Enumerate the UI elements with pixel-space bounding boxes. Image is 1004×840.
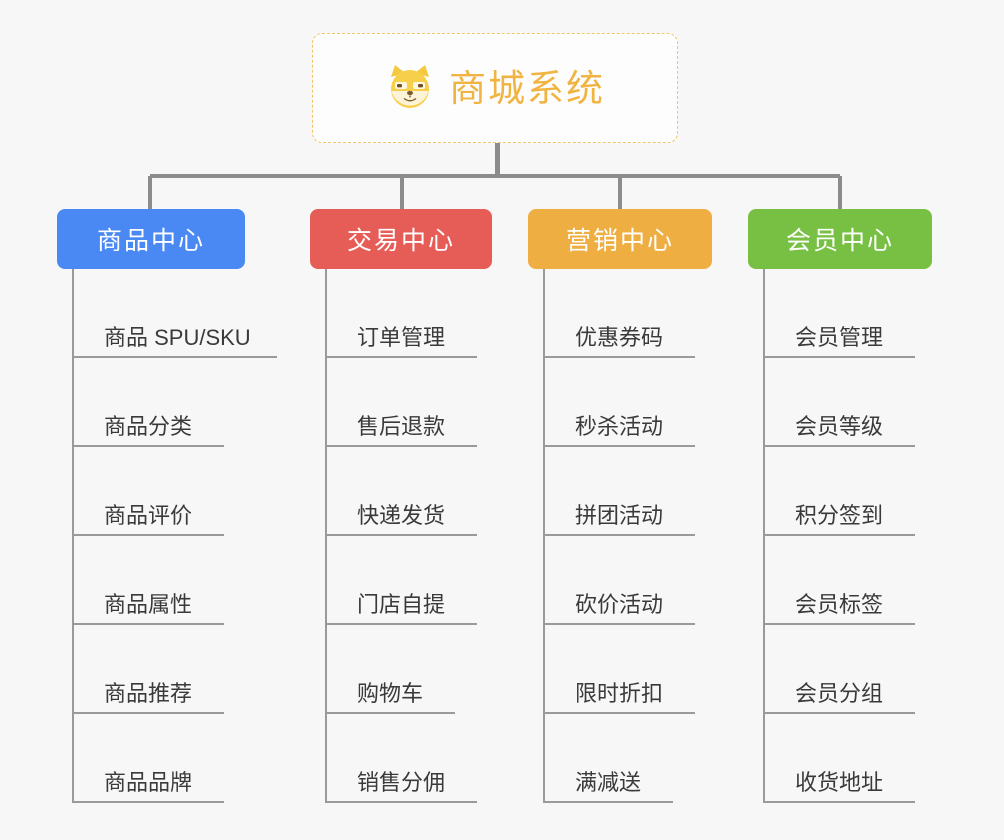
category-label: 交易中心 — [346, 227, 455, 255]
leaf-item-label: 会员分组 — [795, 681, 884, 706]
connector-drop-4 — [838, 176, 842, 209]
leaf-item-label: 拼团活动 — [575, 503, 664, 528]
leaf-item[interactable]: 订单管理 — [325, 269, 477, 358]
leaf-item-underline — [543, 534, 695, 536]
leaf-item-label: 收货地址 — [795, 770, 884, 795]
leaf-item-underline — [325, 445, 477, 447]
category-label: 营销中心 — [565, 227, 674, 255]
leaf-item-label: 积分签到 — [795, 503, 884, 528]
leaf-item-underline — [543, 445, 695, 447]
leaf-item-underline — [763, 623, 915, 625]
column-spine — [72, 269, 74, 803]
category-box-1[interactable]: 商品中心 — [57, 209, 245, 269]
leaf-item[interactable]: 积分签到 — [763, 447, 915, 536]
leaf-item-underline — [72, 712, 224, 714]
leaf-item-label: 门店自提 — [357, 592, 446, 617]
leaf-item-label: 商品 SPU/SKU — [104, 325, 251, 350]
leaf-item-label: 砍价活动 — [575, 592, 664, 617]
leaf-item[interactable]: 秒杀活动 — [543, 358, 695, 447]
leaf-item-underline — [543, 356, 695, 358]
leaf-column-2: 订单管理售后退款快递发货门店自提购物车销售分佣 — [325, 269, 477, 803]
leaf-item-underline — [325, 356, 477, 358]
connector-root-stem — [495, 143, 500, 176]
leaf-item[interactable]: 商品属性 — [72, 536, 251, 625]
leaf-item[interactable]: 购物车 — [325, 625, 455, 714]
leaf-item[interactable]: 销售分佣 — [325, 714, 477, 803]
leaf-item-underline — [325, 712, 455, 714]
leaf-item[interactable]: 会员标签 — [763, 536, 915, 625]
leaf-item-label: 秒杀活动 — [575, 414, 664, 439]
leaf-item-underline — [72, 801, 224, 803]
column-spine — [325, 269, 327, 803]
shiba-dog-icon — [385, 63, 435, 113]
category-label: 商品中心 — [96, 227, 205, 255]
root-node-mall-system[interactable]: 商城系统 — [312, 33, 678, 143]
leaf-item[interactable]: 商品评价 — [72, 447, 251, 536]
connector-drop-3 — [618, 176, 622, 209]
leaf-item-underline — [543, 801, 673, 803]
leaf-item[interactable]: 商品推荐 — [72, 625, 251, 714]
leaf-item[interactable]: 会员管理 — [763, 269, 915, 358]
leaf-column-3: 优惠券码秒杀活动拼团活动砍价活动限时折扣满减送 — [543, 269, 695, 803]
leaf-item-label: 满减送 — [575, 770, 642, 795]
category-label: 会员中心 — [785, 227, 894, 255]
leaf-item-underline — [763, 356, 915, 358]
leaf-item-underline — [72, 623, 224, 625]
leaf-item-underline — [325, 534, 477, 536]
leaf-item[interactable]: 门店自提 — [325, 536, 477, 625]
leaf-item-label: 订单管理 — [357, 325, 446, 350]
leaf-item-label: 会员管理 — [795, 325, 884, 350]
leaf-item[interactable]: 会员等级 — [763, 358, 915, 447]
column-spine — [763, 269, 765, 803]
leaf-item-underline — [543, 623, 695, 625]
leaf-item-label: 商品分类 — [104, 414, 193, 439]
column-spine — [543, 269, 545, 803]
root-title: 商城系统 — [449, 67, 605, 109]
leaf-item-label: 限时折扣 — [575, 681, 664, 706]
leaf-item-label: 售后退款 — [357, 414, 446, 439]
leaf-item-underline — [72, 445, 224, 447]
leaf-item-label: 商品推荐 — [104, 681, 193, 706]
leaf-item[interactable]: 砍价活动 — [543, 536, 695, 625]
leaf-item[interactable]: 商品 SPU/SKU — [72, 269, 277, 358]
leaf-item-label: 购物车 — [357, 681, 424, 706]
leaf-item-underline — [763, 445, 915, 447]
leaf-item-underline — [763, 801, 915, 803]
leaf-item-underline — [543, 712, 695, 714]
leaf-item[interactable]: 拼团活动 — [543, 447, 695, 536]
leaf-item-underline — [763, 534, 915, 536]
connector-horizontal-bar — [150, 174, 840, 178]
leaf-item-underline — [325, 801, 477, 803]
category-box-2[interactable]: 交易中心 — [310, 209, 492, 269]
leaf-column-4: 会员管理会员等级积分签到会员标签会员分组收货地址 — [763, 269, 915, 803]
category-box-4[interactable]: 会员中心 — [748, 209, 932, 269]
leaf-item-underline — [72, 356, 277, 358]
leaf-item[interactable]: 快递发货 — [325, 447, 477, 536]
leaf-item-label: 会员等级 — [795, 414, 884, 439]
leaf-item-underline — [763, 712, 915, 714]
leaf-item[interactable]: 会员分组 — [763, 625, 915, 714]
leaf-item-label: 商品品牌 — [104, 770, 193, 795]
leaf-item[interactable]: 售后退款 — [325, 358, 477, 447]
leaf-item[interactable]: 商品品牌 — [72, 714, 251, 803]
leaf-item-label: 商品属性 — [104, 592, 193, 617]
leaf-item-label: 快递发货 — [357, 503, 446, 528]
leaf-item-label: 优惠券码 — [575, 325, 664, 350]
connector-drop-1 — [148, 176, 152, 209]
category-box-3[interactable]: 营销中心 — [528, 209, 712, 269]
leaf-item-label: 会员标签 — [795, 592, 884, 617]
leaf-item-label: 销售分佣 — [357, 770, 446, 795]
leaf-item-label: 商品评价 — [104, 503, 193, 528]
leaf-item[interactable]: 限时折扣 — [543, 625, 695, 714]
leaf-item[interactable]: 商品分类 — [72, 358, 251, 447]
leaf-item[interactable]: 优惠券码 — [543, 269, 695, 358]
leaf-item-underline — [325, 623, 477, 625]
leaf-column-1: 商品 SPU/SKU 商品分类商品评价商品属性商品推荐商品品牌 — [72, 269, 277, 803]
leaf-item[interactable]: 收货地址 — [763, 714, 915, 803]
connector-drop-2 — [400, 176, 404, 209]
leaf-item-underline — [72, 534, 224, 536]
leaf-item[interactable]: 满减送 — [543, 714, 673, 803]
